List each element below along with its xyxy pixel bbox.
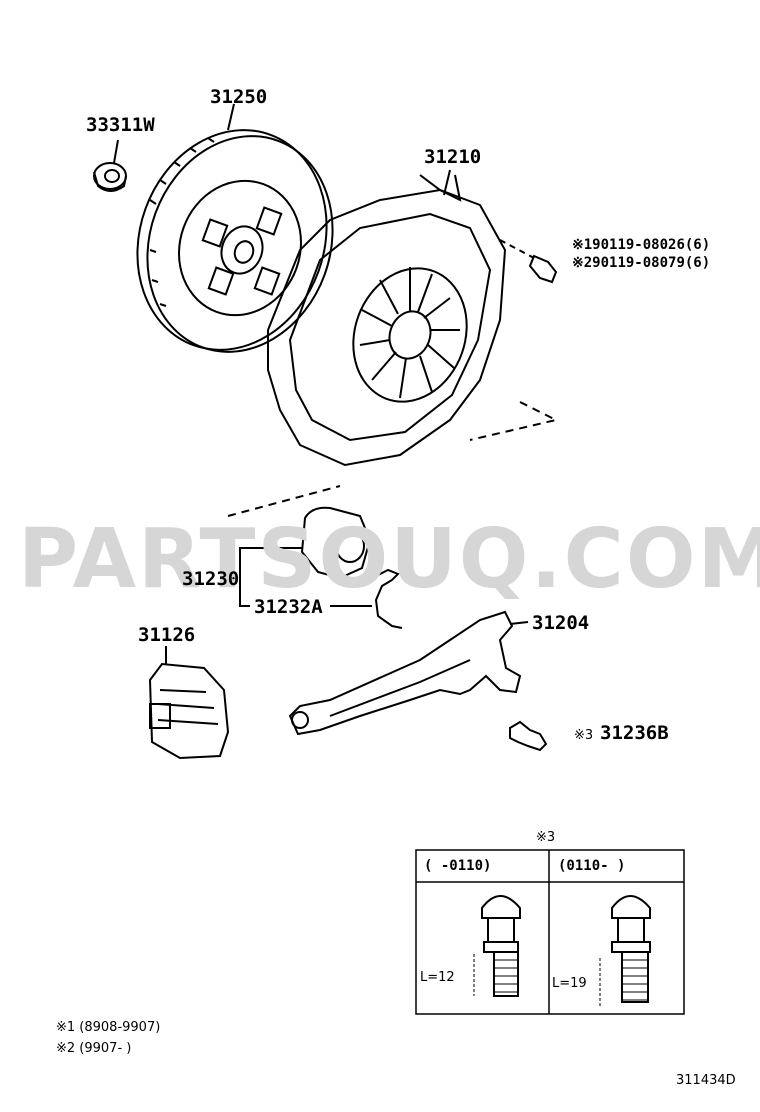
- detail-length-long: L=19: [552, 976, 587, 991]
- watermark: PARTSOUQ.COM: [18, 512, 760, 607]
- label-33311w[interactable]: 33311W: [86, 114, 155, 136]
- release-fork-drawing: [288, 610, 529, 736]
- label-bolt-1[interactable]: ※190119-08026(6): [572, 237, 711, 253]
- detail-col-2-header: (0110- ): [558, 858, 626, 874]
- footnote-1: ※1 (8908-9907): [56, 1020, 161, 1035]
- label-bolt-2[interactable]: ※290119-08079(6): [572, 255, 711, 271]
- pressure-plate-drawing: [267, 169, 507, 467]
- pivot-stud-drawing: [509, 720, 548, 752]
- label-31204[interactable]: 31204: [532, 612, 590, 634]
- label-31126[interactable]: 31126: [138, 624, 196, 646]
- label-31210[interactable]: 31210: [424, 146, 482, 168]
- stud-short-drawing: [473, 895, 521, 997]
- pilot-bearing-drawing: [93, 139, 127, 192]
- detail-title: ※3: [536, 830, 556, 845]
- label-31236b-mark: ※3: [574, 728, 594, 743]
- detail-table-frame: [415, 849, 685, 1015]
- footnote-2: ※2 (9907- ): [56, 1041, 132, 1056]
- detail-length-short: L=12: [420, 970, 455, 985]
- label-31230[interactable]: 31230: [182, 568, 240, 590]
- detail-col-1-header: ( -0110): [424, 858, 492, 874]
- label-31236b[interactable]: 31236B: [600, 722, 669, 744]
- stud-long-drawing: [599, 895, 651, 1006]
- bolt-drawing: [499, 239, 558, 284]
- clutch-disc-drawing: [136, 103, 334, 353]
- diagram-code: 311434D: [676, 1073, 736, 1088]
- release-boot-drawing: [148, 646, 230, 760]
- hub-clip-drawing: [374, 568, 403, 629]
- release-bearing-drawing: [239, 506, 372, 607]
- label-31232a[interactable]: 31232A: [254, 596, 323, 618]
- label-31250[interactable]: 31250: [210, 86, 268, 108]
